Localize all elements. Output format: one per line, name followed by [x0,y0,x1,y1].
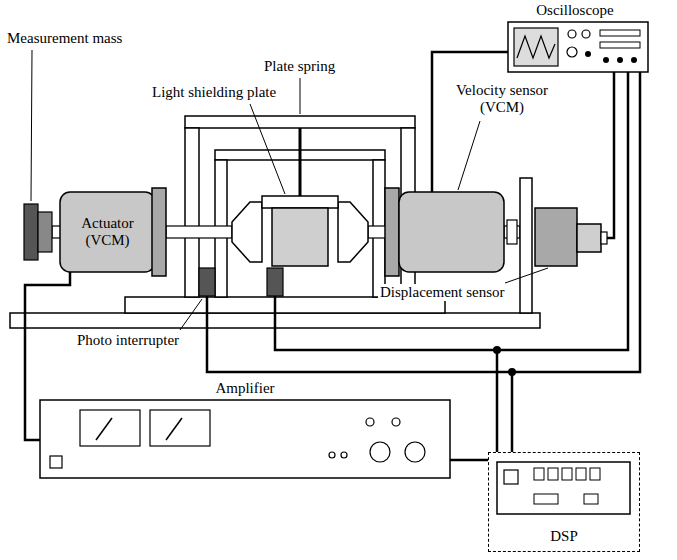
meter-needle [96,418,112,440]
leader-line [458,121,480,190]
photo-interrupter [267,268,283,296]
signal-wire [450,459,488,462]
jack [329,452,335,458]
slot [534,494,558,504]
knob [568,30,576,38]
plate-spring [299,128,302,196]
jack [631,57,637,63]
oscilloscope-screen [514,28,558,66]
shaft [166,226,232,238]
actuator-body [60,192,155,272]
leader-line [180,299,202,330]
meter [150,410,210,446]
plate-holder [262,196,338,208]
oscilloscope-device [508,22,648,72]
jack [617,57,623,63]
frame-top-bar [185,116,415,128]
part-label: Plate spring [262,58,337,75]
signal-wire [512,72,640,452]
photo-interrupter [199,268,215,296]
signal-wire [207,296,512,372]
measurement-mass [24,204,38,260]
signal-wire [432,52,508,192]
sensor-stand [520,178,532,313]
amplifier-node: Amplifier [40,380,450,478]
coupling-cone [232,202,262,262]
dsp-device [497,462,630,514]
leader-line [31,50,32,201]
part-label: Light shielding plate [150,84,278,101]
signal-wire [275,296,497,350]
signal-wire [497,72,628,452]
display-digit [534,468,544,480]
coupling [507,220,517,244]
leader-line [250,104,285,194]
coupling-cone [338,202,368,262]
actuator-node: Actuator (VCM) [60,192,155,272]
node-text: Actuator (VCM) [72,215,144,249]
dial [405,442,425,462]
slot [584,494,598,504]
part-label: Measurement mass [5,30,124,47]
button-row [600,30,640,36]
button-row [600,42,640,48]
display-digit [590,468,600,480]
jack [603,57,609,63]
part-label: Displacement sensor [378,284,507,301]
measurement-mass [38,212,52,252]
waveform [517,36,555,58]
light-shielding-plate [272,208,328,266]
shaft [368,226,386,238]
dsp-node: DSP [488,452,640,552]
velocity-sensor-body [399,192,504,272]
display-digit [562,468,572,480]
leader-line [300,78,301,114]
jack [392,418,400,426]
power-switch [50,456,62,468]
jack [341,452,347,458]
knob [567,47,577,57]
meter [80,410,140,446]
actuator-flange [152,188,166,276]
sensor-tip [601,232,607,244]
oscilloscope-node: Oscilloscope [500,2,650,72]
part-label: Photo interrupter [75,332,181,349]
sensor-flange [385,188,399,276]
knob [582,30,590,38]
jack [366,418,374,426]
node-text: DSP [550,528,578,545]
dial [370,442,390,462]
signal-wire [25,272,70,440]
display-digit [548,468,558,480]
indicator [504,470,518,484]
amplifier-device [40,400,450,478]
displacement-sensor-body [535,208,577,266]
displacement-sensor-body [577,224,601,252]
node-text: Amplifier [215,380,274,397]
display-digit [576,468,586,480]
signal-wire [607,72,614,238]
part-label: Velocity sensor (VCM) [440,82,564,116]
node-text: Oscilloscope [536,2,613,19]
frame-post [185,128,199,297]
leader-line [505,268,548,283]
knob [585,51,591,57]
meter-needle [166,418,182,440]
